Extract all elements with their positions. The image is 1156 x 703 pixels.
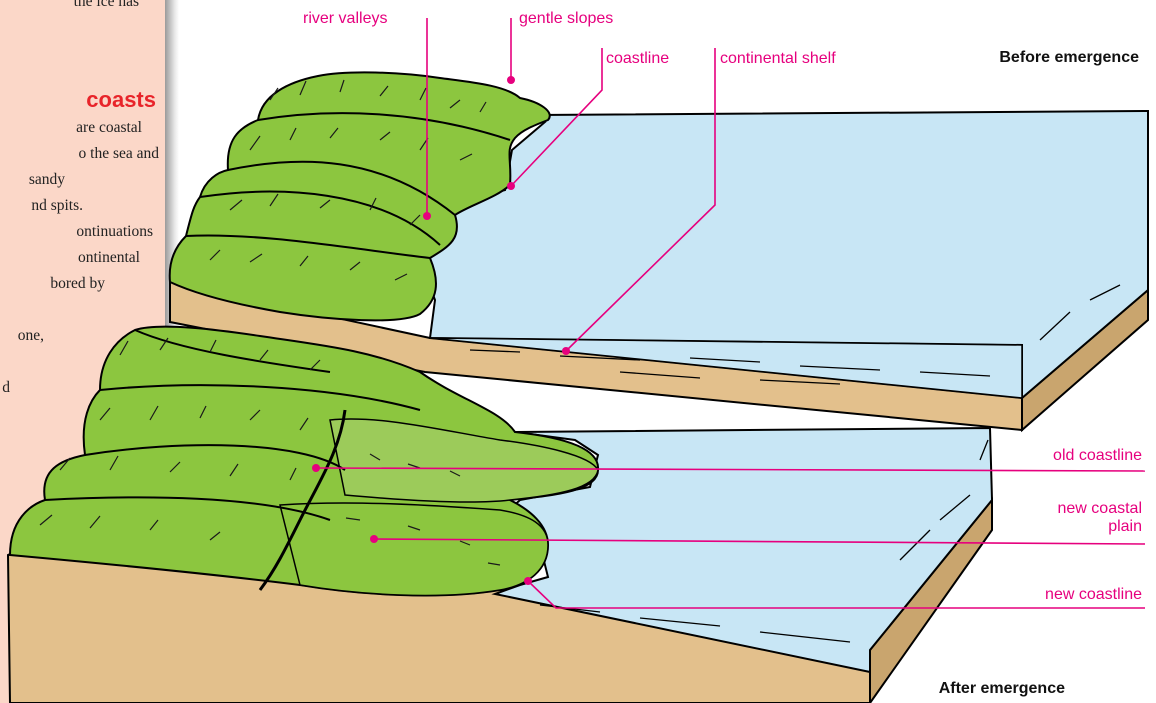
label-old-coastline: old coastline [1053,446,1142,465]
label-coastline: coastline [606,49,669,68]
label-continental-shelf: continental shelf [720,49,836,68]
label-river-valleys: river valleys [303,9,387,28]
label-new-coastal-plain-line2: plain [1108,517,1142,536]
title-after-emergence: After emergence [939,680,1065,698]
label-gentle-slopes: gentle slopes [519,9,613,28]
title-before-emergence: Before emergence [999,49,1139,67]
label-new-coastal-plain-line1: new coastal [1058,499,1143,518]
label-new-coastline: new coastline [1045,585,1142,604]
